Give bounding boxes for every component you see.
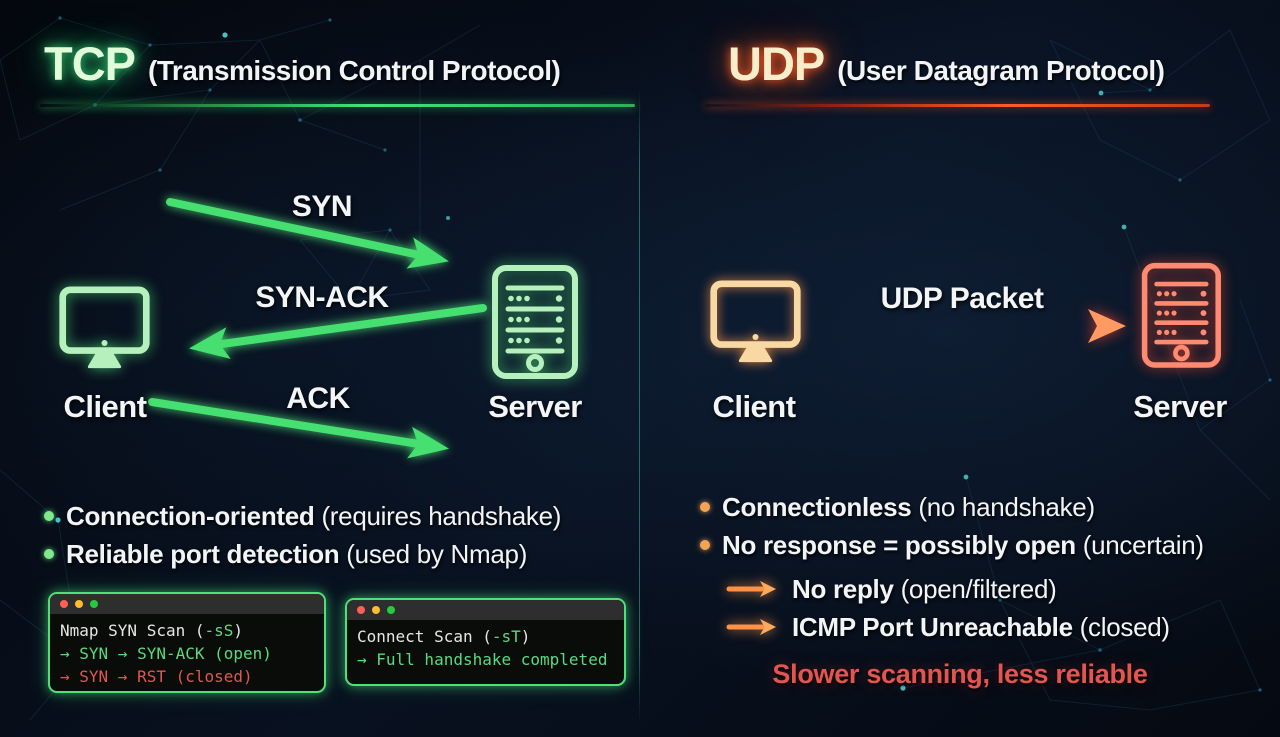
terminal-maximize-icon [387, 606, 395, 614]
udp-underline [705, 104, 1210, 107]
terminal-minimize-icon [75, 600, 83, 608]
udp-subtitle: (User Datagram Protocol) [837, 55, 1165, 86]
tcp-title: TCP [44, 37, 136, 90]
list-item: ICMP Port Unreachable (closed) [726, 608, 1170, 646]
response-bold-text: No reply [792, 573, 894, 604]
list-item: No reply (open/filtered) [726, 570, 1170, 608]
terminal-flag-text: -sS [204, 621, 234, 640]
terminal-text: ) [233, 621, 244, 640]
udp-server-label: Server [1133, 389, 1227, 424]
udp-title: UDP [728, 37, 825, 90]
orange-arrow-icon [726, 619, 776, 635]
list-item: Connectionless (no handshake) [700, 488, 1204, 526]
connect-scan-terminal: Connect Scan (-sT) → Full handshake comp… [345, 598, 626, 686]
bullet-icon [700, 502, 710, 512]
udp-client-monitor-icon [710, 280, 801, 363]
terminal-text: Connect Scan ( [357, 627, 492, 646]
bullet-rest-text: (used by Nmap) [339, 539, 528, 569]
nmap-syn-scan-terminal: Nmap SYN Scan (-sS) → SYN → SYN-ACK (ope… [48, 592, 326, 693]
udp-footer-warning: Slower scanning, less reliable [772, 659, 1148, 689]
bullet-bold-text: Reliable port detection [66, 539, 340, 569]
tcp-underline [40, 104, 635, 107]
section-divider [639, 88, 640, 722]
terminal-close-icon [60, 600, 68, 608]
synack-label: SYN-ACK [255, 281, 389, 314]
response-rest-text: (open/filtered) [893, 573, 1057, 604]
terminal-titlebar [347, 600, 624, 620]
tcp-subtitle: (Transmission Control Protocol) [148, 55, 561, 86]
bullet-bold-text: Connection-oriented [66, 501, 315, 531]
tcp-server-label: Server [488, 389, 582, 424]
bullet-bold-text: No response = possibly open [722, 530, 1076, 560]
tcp-bullet-list: Connection-oriented (requires handshake)… [44, 497, 561, 573]
tcp-client-monitor-icon [59, 286, 150, 369]
terminal-text: Nmap SYN Scan ( [60, 621, 205, 640]
terminal-text: ) [520, 627, 531, 646]
tcp-client-label: Client [63, 389, 146, 424]
syn-arrow [166, 198, 449, 269]
terminal-close-icon [357, 606, 365, 614]
udp-packet-arrowhead [1088, 309, 1126, 343]
terminal-line: → Full handshake completed [357, 650, 608, 669]
orange-arrow-icon [726, 581, 776, 597]
bullet-rest-text: (requires handshake) [314, 501, 562, 531]
udp-bullet-list: Connectionless (no handshake) No respons… [700, 488, 1204, 564]
syn-label: SYN [292, 190, 352, 223]
udp-heading: UDP (User Datagram Protocol) [728, 36, 1165, 91]
ack-arrow [148, 398, 450, 459]
terminal-body: Connect Scan (-sT) → Full handshake comp… [347, 620, 624, 677]
terminal-line: → SYN → SYN-ACK (open) [60, 644, 272, 663]
bullet-rest-text: (no handshake) [911, 492, 1095, 522]
bullet-rest-text: (uncertain) [1075, 530, 1204, 560]
udp-packet-label: UDP Packet [881, 282, 1044, 315]
terminal-line: Nmap SYN Scan (-sS) [60, 619, 314, 642]
udp-response-list: No reply (open/filtered) ICMP Port Unrea… [726, 570, 1170, 646]
udp-client-label: Client [712, 389, 795, 424]
tcp-server-rack-icon [492, 265, 578, 379]
ack-label: ACK [286, 382, 350, 415]
udp-flow-diagram: UDP Packet Client Server [710, 262, 1228, 424]
list-item: Connection-oriented (requires handshake) [44, 497, 561, 535]
tcp-heading: TCP (Transmission Control Protocol) [44, 36, 561, 91]
list-item: Reliable port detection (used by Nmap) [44, 535, 561, 573]
terminal-body: Nmap SYN Scan (-sS) → SYN → SYN-ACK (ope… [50, 614, 324, 691]
response-bold-text: ICMP Port Unreachable [792, 611, 1073, 642]
bullet-icon [44, 549, 54, 559]
bullet-icon [700, 540, 710, 550]
terminal-titlebar [50, 594, 324, 614]
terminal-line: → SYN → RST (closed) [60, 667, 253, 686]
terminal-minimize-icon [372, 606, 380, 614]
bullet-bold-text: Connectionless [722, 492, 912, 522]
tcp-handshake-diagram: SYN SYN-ACK ACK Client Server [59, 190, 583, 459]
terminal-maximize-icon [90, 600, 98, 608]
response-rest-text: (closed) [1072, 611, 1170, 642]
terminal-flag-text: -sT [491, 627, 521, 646]
udp-server-rack-icon [1141, 262, 1221, 368]
synack-arrow [188, 304, 487, 359]
terminal-line: Connect Scan (-sT) [357, 625, 614, 648]
list-item: No response = possibly open (uncertain) [700, 526, 1204, 564]
bullet-icon [44, 511, 54, 521]
